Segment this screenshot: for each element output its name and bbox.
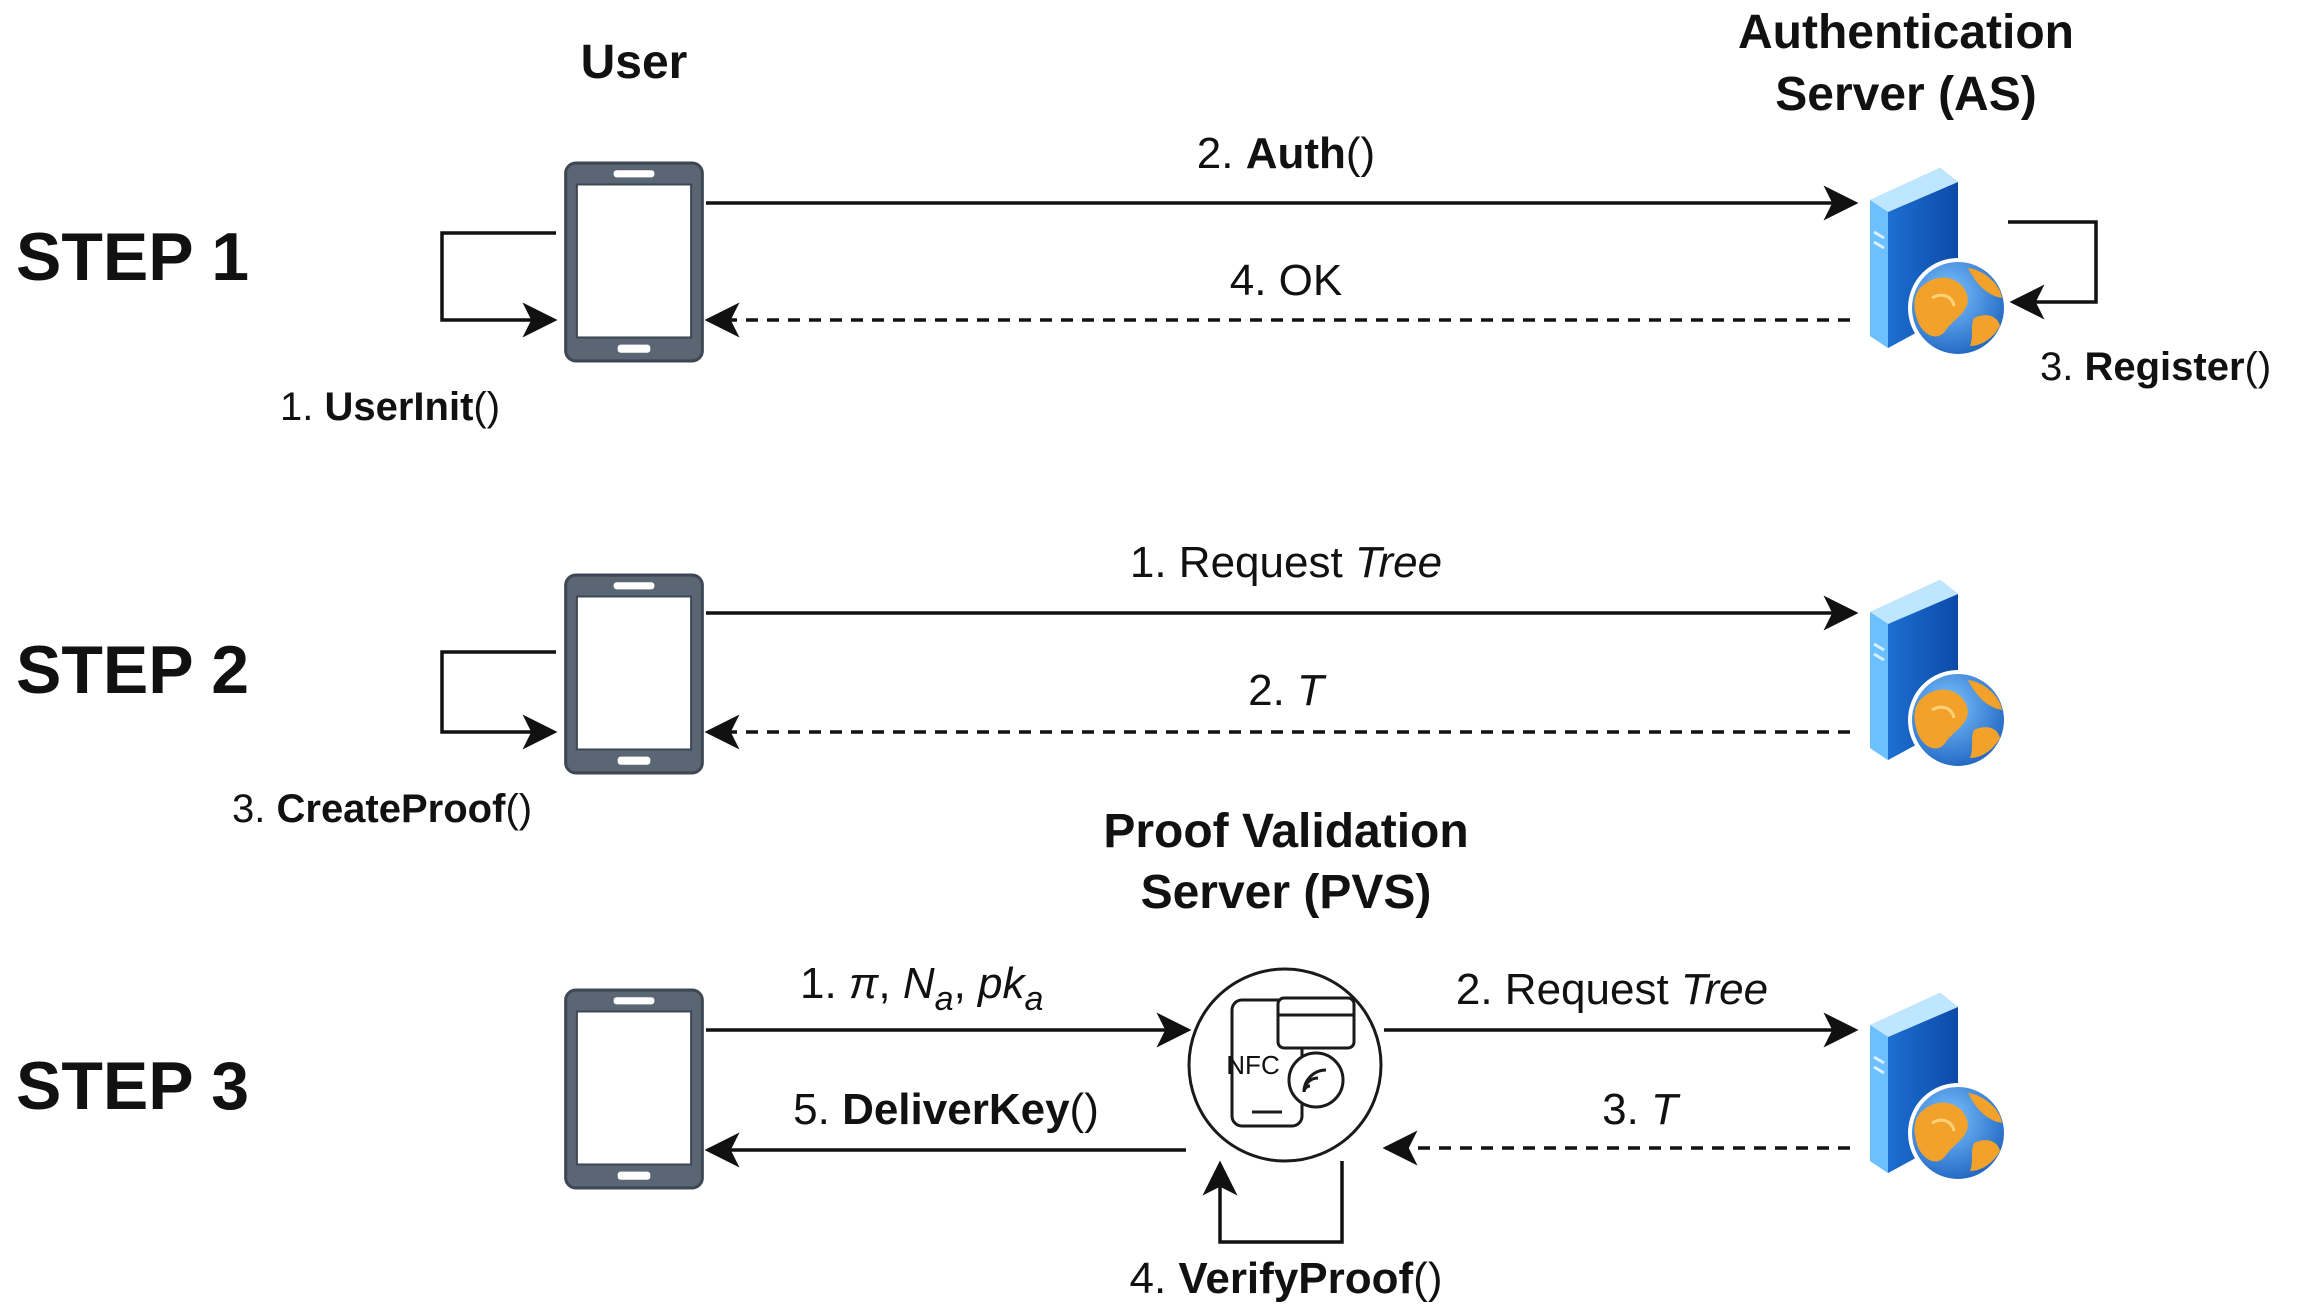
pvs-tree-response-label: 3. T (1602, 1085, 1681, 1134)
user-title: User (581, 36, 688, 89)
userinit-loop-arrow (440, 231, 558, 338)
web-server-icon (1870, 993, 2006, 1181)
createproof-label: 3. CreateProof() (232, 787, 532, 831)
web-server-icon (1870, 580, 2006, 768)
register-label: 3. Register() (2040, 345, 2271, 389)
verifyproof-loop-arrow (1202, 1160, 1344, 1244)
step3-label: STEP 3 (16, 1048, 249, 1124)
register-loop-arrow (2008, 220, 2098, 320)
step2-label: STEP 2 (16, 632, 249, 708)
deliverkey-label: 5. DeliverKey() (793, 1085, 1099, 1134)
pvs-request-tree-label: 2. Request Tree (1456, 965, 1768, 1014)
nfc-label: NFC (1226, 1050, 1279, 1080)
pvs-title-line2: Server (PVS) (1141, 866, 1432, 919)
tree-response-label: 2. T (1248, 666, 1327, 715)
nfc-terminal-icon: NFC (1187, 967, 1383, 1163)
step1-label: STEP 1 (16, 219, 249, 295)
proof-submit-label: 1. π, Na, pka (800, 959, 1043, 1018)
pvs-title-line1: Proof Validation (1103, 805, 1468, 858)
as-title-line2: Server (AS) (1775, 68, 2036, 121)
smartphone-icon (564, 573, 704, 775)
userinit-label: 1. UserInit() (280, 385, 500, 429)
smartphone-icon (564, 988, 704, 1190)
as-title-line1: Authentication (1738, 6, 2074, 59)
auth-label: 2. Auth() (1197, 129, 1375, 178)
request-tree-label: 1. Request Tree (1130, 538, 1442, 587)
ok-label: 4. OK (1230, 256, 1343, 305)
verifyproof-label: 4. VerifyProof() (1130, 1254, 1443, 1303)
smartphone-icon (564, 161, 704, 363)
web-server-icon (1870, 168, 2006, 356)
createproof-loop-arrow (440, 650, 558, 750)
